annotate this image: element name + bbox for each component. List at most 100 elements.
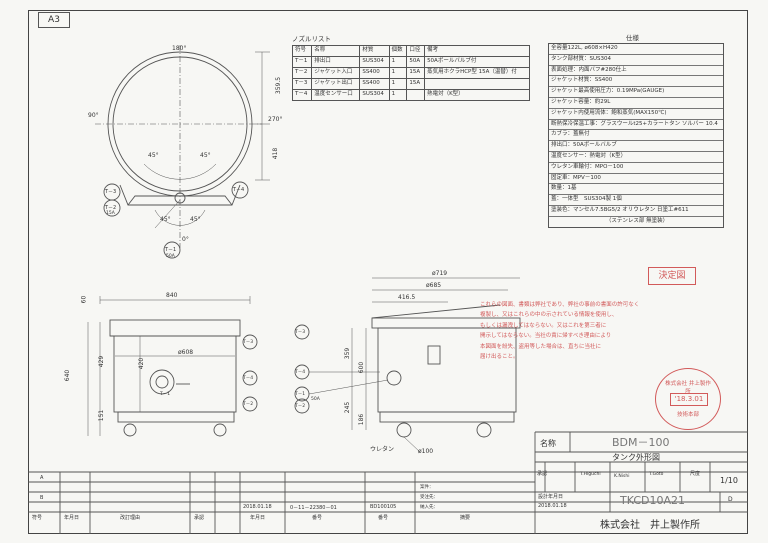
- side-callout-t3: [294, 324, 310, 340]
- ab-label: B: [40, 495, 44, 501]
- front-callout-t3: [242, 334, 258, 350]
- spec-line: 断熱保冷保温工事：グラスウールt25+カラートタン ソルバー 10.4: [549, 120, 723, 131]
- record-number: 0－11－22380－01: [290, 505, 337, 511]
- approver-1: T.Higuchi: [580, 472, 601, 477]
- label-t2-top: T－2: [105, 205, 117, 211]
- side-label-t1: T－1: [295, 392, 306, 397]
- angle-90: 90°: [88, 112, 99, 119]
- notice-line: もしくは漏洩してはならない。又はこれを第三者に: [480, 322, 607, 329]
- spec-line: 全容量122L, ø608×H420: [549, 44, 723, 55]
- ab-label: A: [40, 475, 44, 481]
- side-dim-600: 600: [358, 361, 366, 374]
- sheet-size-label: A3: [38, 12, 70, 28]
- spec-line: ジャケット最高使用圧力：0.19MPa(GAUGE): [549, 87, 723, 98]
- arc-45: [143, 163, 217, 180]
- nozzle-cell: 50Aボールバルブ付: [424, 56, 530, 68]
- side-callout-t2: [294, 398, 310, 414]
- nozzle-cell: 1: [388, 89, 408, 101]
- side-dim-100: ø100: [418, 448, 434, 455]
- nozzle-cell: T－1: [291, 56, 313, 68]
- dim-359-5: 359.5: [275, 76, 283, 95]
- front-callout-t4: [242, 370, 258, 386]
- front-dim-151: 151: [98, 409, 106, 422]
- side-dim-186: 186: [358, 413, 366, 426]
- notes-line: 納入先：: [420, 505, 438, 510]
- table-row: T－3 ジャケット出口 SS400 1 15A: [291, 78, 530, 90]
- front-label-t4: T－4: [243, 376, 254, 381]
- company-name: 株式会社 井上製作所: [600, 520, 700, 531]
- arc-45-lower: [154, 209, 206, 226]
- notice-line: これらの図面、書類は弊社であり、弊社の事前の書面の許可なく: [480, 302, 640, 308]
- side-caster-right: [476, 422, 492, 438]
- product-name: BDM－100: [612, 436, 670, 449]
- nozzle-cell: SS400: [359, 78, 390, 90]
- front-dim-429: 429: [98, 355, 106, 368]
- notes-line: 受注先：: [420, 495, 438, 500]
- nozzle-callout-t2: [103, 199, 121, 217]
- nozzle-cell: 1: [388, 56, 408, 68]
- nozzle-cell: 熱電対（K型）: [424, 89, 530, 101]
- rev-header-0: 符号: [32, 515, 43, 521]
- nozzle-cell: 50A: [406, 56, 426, 68]
- approver-3: T.Goto: [649, 472, 664, 477]
- nozzle-cell: SS400: [359, 67, 390, 79]
- front-label-t3: T－3: [243, 340, 254, 345]
- rev-header-1: 年月日: [64, 515, 80, 521]
- side-label-t2: T－2: [295, 404, 306, 409]
- side-caster-left: [396, 422, 412, 438]
- seal-date: '18.3.01: [670, 393, 708, 406]
- nozzle-cell: SUS304: [359, 89, 390, 101]
- seal-dept: 技術本部: [676, 412, 699, 418]
- nozzle-header-row: 符号 名称 材質 個数 口径 備考: [291, 45, 530, 57]
- front-dim-60: 60: [80, 295, 88, 304]
- approve-label: 承認: [537, 471, 548, 477]
- scale-label: 尺度: [690, 471, 701, 477]
- dim-418: 418: [272, 147, 280, 160]
- front-dim-608: ø608: [178, 349, 194, 356]
- notes-line: 案件：: [420, 485, 434, 490]
- sheet-code: D: [728, 496, 733, 503]
- side-base: [379, 411, 515, 423]
- nozzle-callout-t1: [163, 241, 181, 259]
- side-dim-416: 416.5: [398, 294, 416, 301]
- caster-right: [213, 423, 227, 437]
- table-row: T－2 ジャケット入口 SS400 1 15A 蒸気用ホクラHCP型 15A（温…: [291, 67, 530, 79]
- front-base: [117, 411, 235, 423]
- nozzle-cell: ジャケット入口: [311, 67, 361, 79]
- rev-header-4: 年月日: [250, 515, 266, 521]
- nozzle-cell: 蒸気用ホクラHCP型 15A（温替）付: [424, 67, 530, 79]
- notice-line: 本図面を紛失、盗用等した場合は、直ちに当社に: [480, 343, 602, 350]
- side-label-50a: 50A: [311, 397, 320, 402]
- nozzle-cell: SUS304: [359, 56, 390, 68]
- title-block-lines: [28, 431, 748, 534]
- spec-line: 固定車：MPV－100: [549, 174, 723, 185]
- nozzle-cell: 15A: [406, 78, 426, 90]
- angle-180: 180°: [172, 45, 187, 52]
- front-label-t1: T－1: [160, 392, 171, 397]
- front-dim-420: 420: [138, 357, 146, 370]
- rev-header-2: 改訂理由: [120, 515, 141, 521]
- front-drain: [149, 369, 175, 395]
- spec-line: （ステンレス部 無塗装）: [605, 217, 669, 224]
- side-box: [427, 345, 441, 365]
- front-label-t2: T－2: [243, 402, 254, 407]
- spec-line: ウレタン車輪付：MPO－100: [549, 163, 723, 174]
- nozzle-header: 名称: [311, 45, 361, 57]
- front-dim-640: 640: [64, 369, 72, 382]
- label-t4-top: T－4: [233, 187, 245, 193]
- label-t3-top: T－3: [105, 189, 117, 195]
- side-dim-359: 359: [344, 347, 352, 360]
- spec-line: 温度センサー：熱電対（K型）: [549, 152, 723, 163]
- top-view: [95, 45, 270, 259]
- notice-line: 複製し、又はこれらの中の示されている情報を使用し、: [480, 312, 618, 319]
- nozzle-cell: 温度センサー口: [311, 89, 361, 101]
- frame-inner: [127, 195, 233, 206]
- angle-45-b: 45°: [200, 152, 211, 159]
- spec-line: ジャケット材質：SS400: [549, 76, 723, 88]
- nozzle-cell: 排出口: [311, 56, 361, 68]
- leader-0: [154, 199, 181, 229]
- nozzle-cell: T－4: [291, 89, 313, 101]
- lid-open-line: [371, 304, 501, 319]
- nozzle-list-title: ノズルリスト: [292, 35, 331, 43]
- approver-2: K.Nishi: [614, 474, 630, 479]
